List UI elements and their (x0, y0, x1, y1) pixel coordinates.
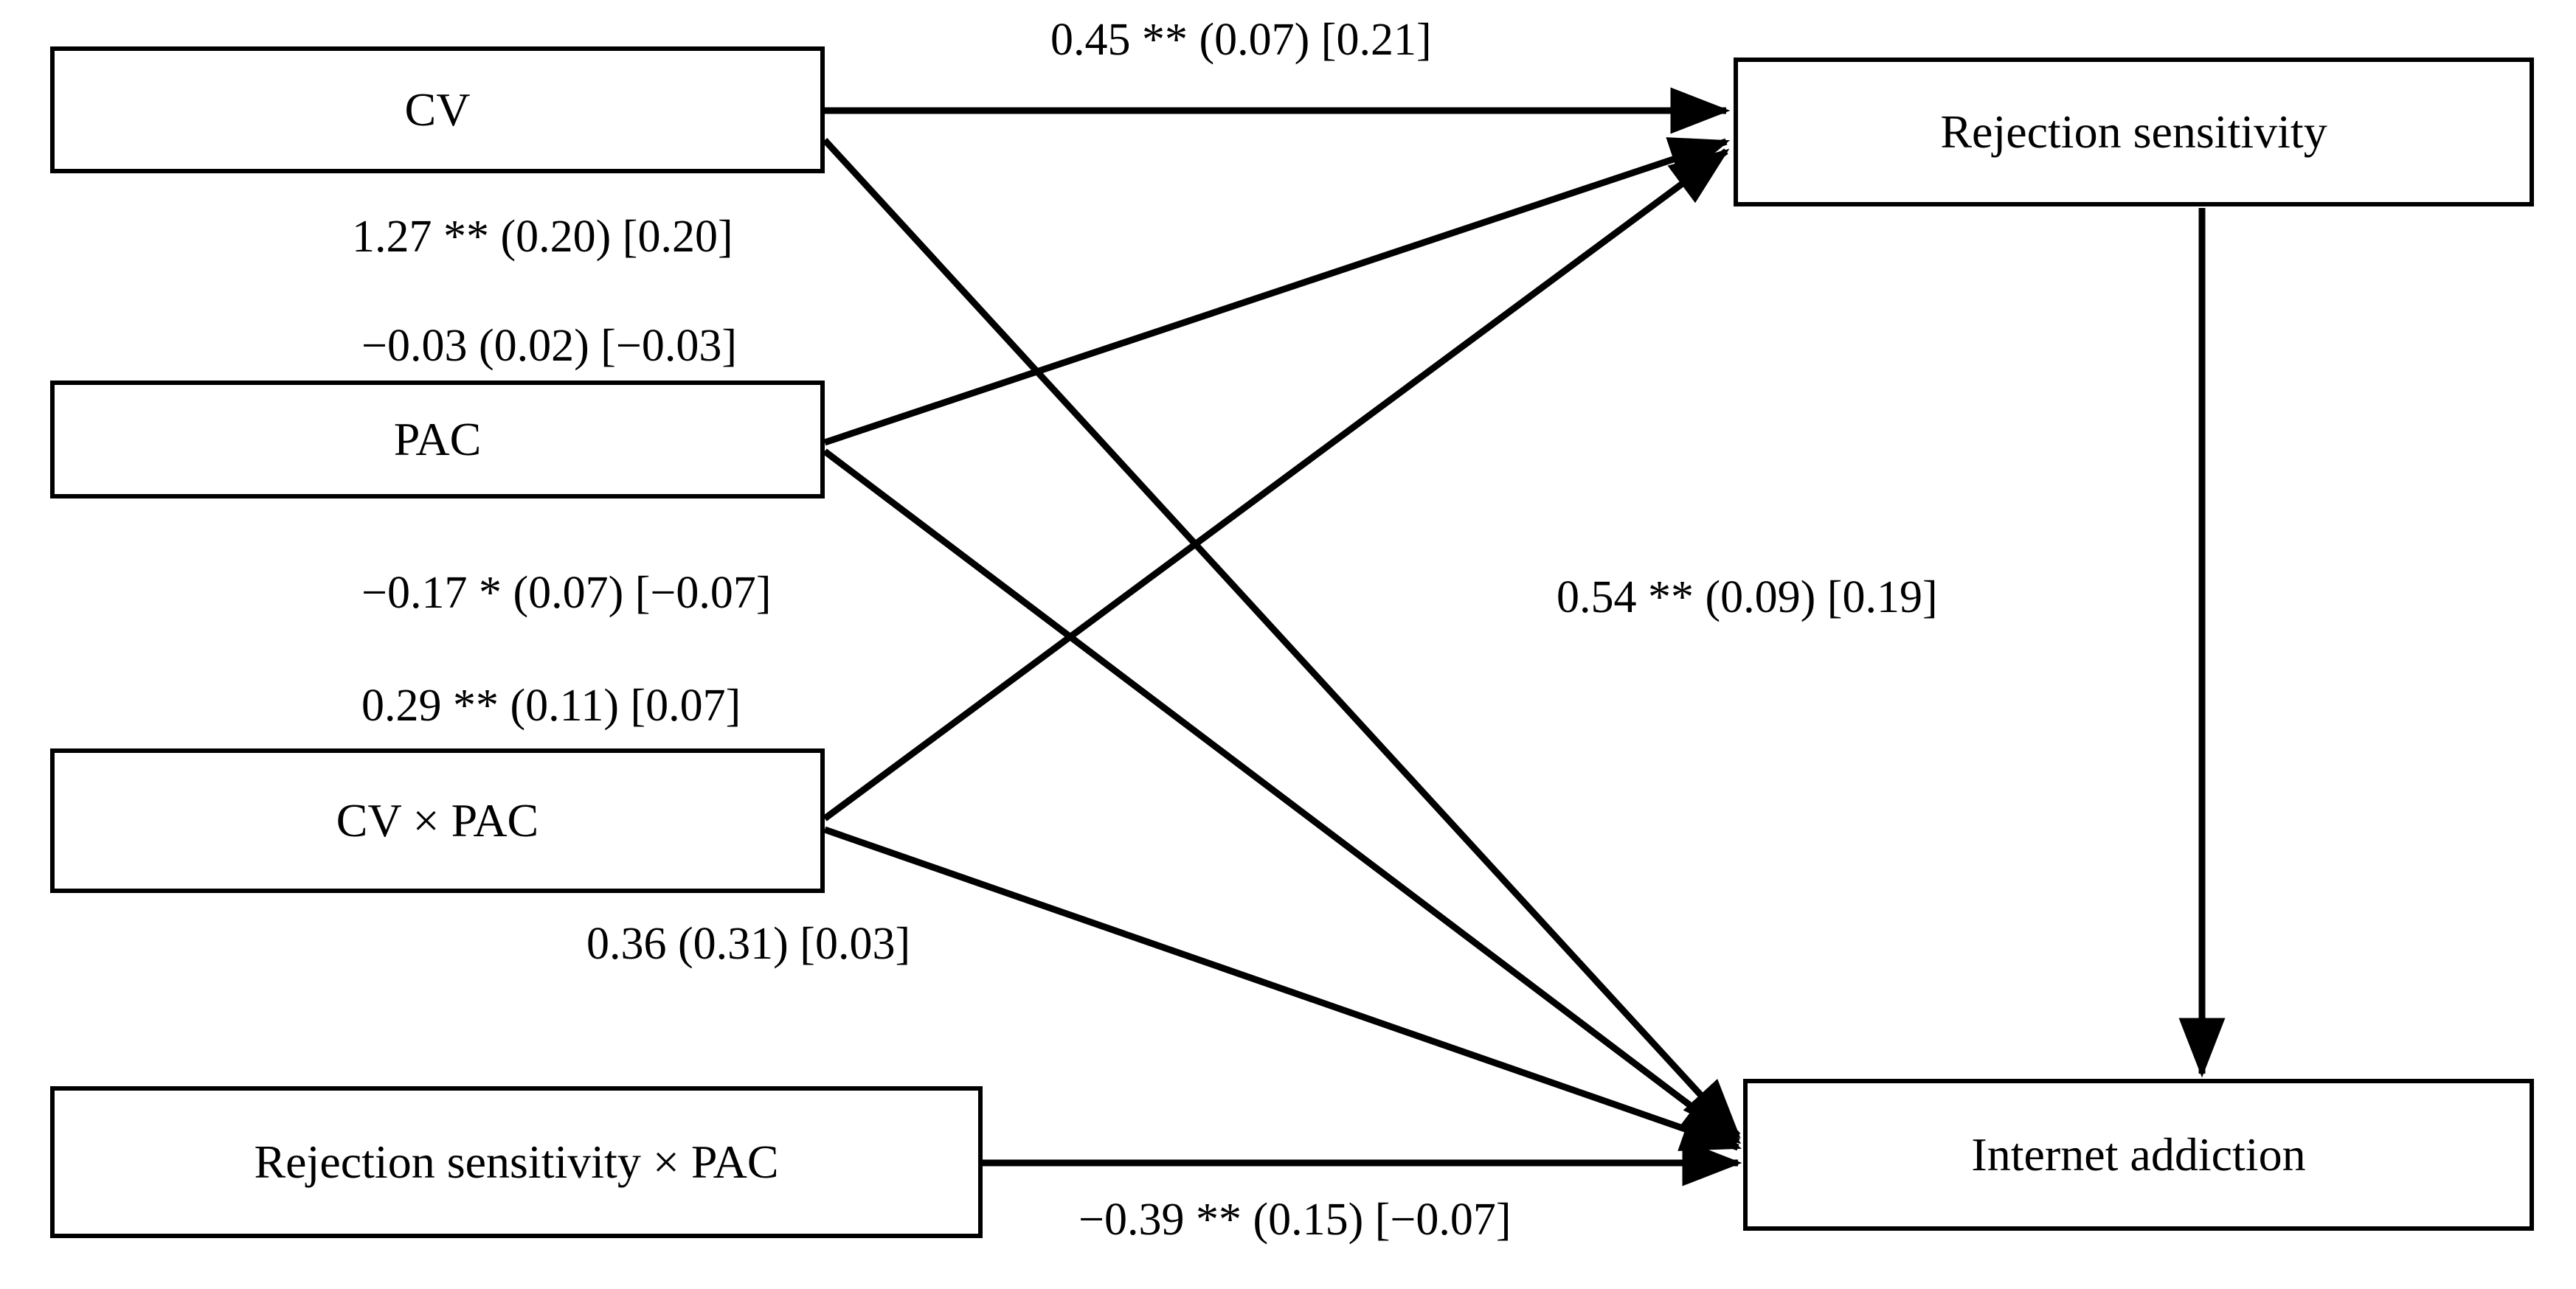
path-label-rs-x-pac-to-internet-addiction: −0.39 ** (0.15) [−0.07] (1078, 1195, 1512, 1245)
node-box-internet-addiction[interactable]: Internet addiction (1743, 1079, 2534, 1231)
node-box-cv-x-pac[interactable]: CV × PAC (50, 748, 825, 893)
path-label-cv-to-rejection-sensitivity: 0.45 ** (0.07) [0.21] (1050, 15, 1432, 65)
arrow-cv-to-internet-addiction (822, 137, 1741, 1139)
path-label-pac-to-internet-addiction: −0.17 * (0.07) [−0.07] (361, 568, 772, 618)
path-label-rejection-sensitivity-to-internet-addiction: 0.54 ** (0.09) [0.19] (1557, 572, 1938, 622)
arrow-cv-x-pac-to-rejection-sensitivity (823, 148, 1730, 821)
node-label-pac: PAC (393, 412, 482, 465)
node-box-pac[interactable]: PAC (50, 381, 825, 498)
node-box-rejection-sensitivity[interactable]: Rejection sensitivity (1734, 58, 2534, 206)
node-label-rejection-sensitivity: Rejection sensitivity (1940, 105, 2327, 158)
node-label-rejection-sensitivity-x-pac: Rejection sensitivity × PAC (254, 1135, 779, 1188)
node-box-rejection-sensitivity-x-pac[interactable]: Rejection sensitivity × PAC (50, 1086, 983, 1238)
arrow-cv-x-pac-to-internet-addiction (823, 826, 1742, 1151)
node-label-cv: CV (404, 83, 471, 136)
node-label-cv-x-pac: CV × PAC (336, 793, 539, 847)
path-label-pac-to-rejection-sensitivity: −0.03 (0.02) [−0.03] (361, 321, 738, 371)
path-label-cv-x-pac-to-rejection-sensitivity: 0.29 ** (0.11) [0.07] (361, 681, 741, 731)
arrow-pac-to-internet-addiction (823, 448, 1742, 1144)
node-box-cv[interactable]: CV (50, 46, 825, 173)
path-label-cv-x-pac-to-internet-addiction: 0.36 (0.31) [0.03] (586, 919, 911, 969)
node-label-internet-addiction: Internet addiction (1971, 1128, 2306, 1181)
path-label-cv-to-internet-addiction: 1.27 ** (0.20) [0.20] (352, 212, 733, 262)
arrow-pac-to-rejection-sensitivity (823, 137, 1731, 446)
